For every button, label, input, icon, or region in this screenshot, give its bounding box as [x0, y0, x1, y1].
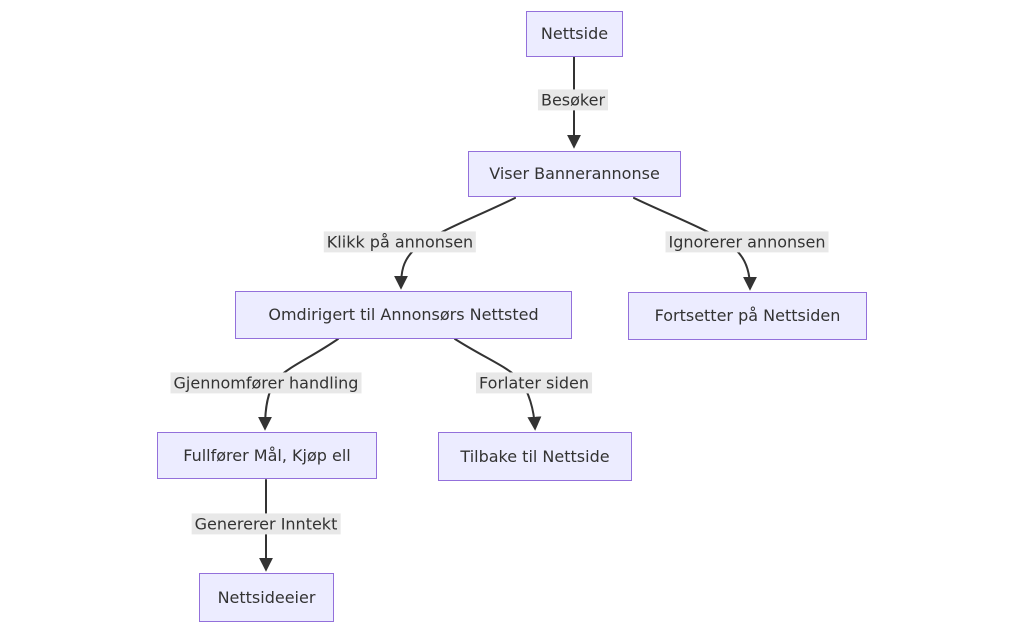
- edge-label-klikk-pa-annonsen: Klikk på annonsen: [323, 231, 477, 253]
- node-viser-bannerannonse: Viser Bannerannonse: [468, 151, 681, 197]
- node-fullforer-label: Fullfører Mål, Kjøp ell: [183, 445, 351, 465]
- edge-label-genererer-inntekt: Genererer Inntekt: [191, 513, 341, 535]
- edge-label-forlater-siden: Forlater siden: [476, 372, 592, 394]
- edge-label-gjennomforer-handling: Gjennomfører handling: [170, 372, 362, 394]
- node-omdirigert: Omdirigert til Annonsørs Nettsted: [235, 291, 572, 339]
- node-fullforer: Fullfører Mål, Kjøp ell: [157, 432, 377, 479]
- node-nettsideeier-label: Nettsideeier: [217, 587, 316, 607]
- node-nettside: Nettside: [526, 11, 623, 57]
- node-tilbake-label: Tilbake til Nettside: [460, 446, 610, 466]
- edge-label-ignorerer-annonsen: Ignorerer annonsen: [665, 231, 829, 253]
- node-omdirigert-label: Omdirigert til Annonsørs Nettsted: [268, 305, 539, 325]
- node-viser-bannerannonse-label: Viser Bannerannonse: [489, 164, 660, 184]
- edge-label-besoker: Besøker: [537, 89, 609, 111]
- node-tilbake: Tilbake til Nettside: [438, 432, 632, 481]
- node-fortsetter: Fortsetter på Nettsiden: [628, 292, 867, 340]
- node-nettsideeier: Nettsideeier: [199, 573, 334, 622]
- node-nettside-label: Nettside: [540, 24, 609, 44]
- node-fortsetter-label: Fortsetter på Nettsiden: [654, 306, 841, 326]
